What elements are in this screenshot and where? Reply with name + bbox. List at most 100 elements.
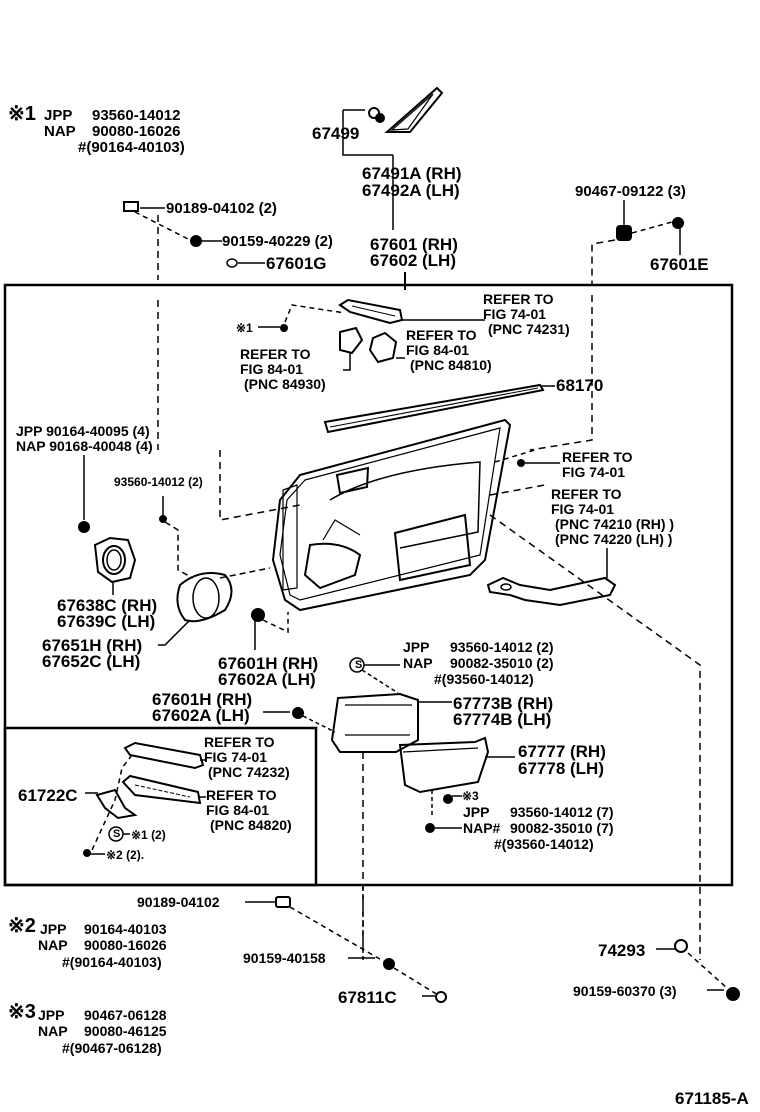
part-61722c: 61722C [18,786,78,805]
inset-star2: ※2 (2). [106,848,145,862]
ref-84810-line3: (PNC 84810) [410,357,492,373]
note1-jpp: 93560-14012 [92,107,181,124]
screw-90159-40229 [190,235,202,247]
note1-alt: #(90164-40103) [78,139,185,156]
dash-inset [91,754,133,851]
part-67773b: 67773B (RH) [453,694,554,713]
part-67602: 67602 (LH) [370,251,456,270]
screw-nap [425,823,435,833]
note3-alt: #(90467-06128) [62,1040,162,1056]
note3-nap-label: NAP [38,1023,68,1039]
screw-90159-60370 [726,987,740,1001]
b-nap-no: 90082-35010 (7) [510,820,614,836]
ref-7401-line1: REFER TO [562,449,633,465]
armrest-pocket-67777 [398,736,490,794]
dash-star1 [284,304,346,323]
b-nap-label: NAP# [463,820,501,836]
s-alt: #(93560-14012) [434,671,534,687]
part-68170: 68170 [556,376,604,395]
ref-74232-line1: REFER TO [204,734,275,750]
ref-74231-line2: FIG 74-01 [483,306,547,322]
b-jpp-no: 93560-14012 (7) [510,804,614,820]
ref-74231-line3: (PNC 74231) [488,321,570,337]
part-67639c: 67639C (LH) [57,612,156,631]
speaker-screw-nap: NAP 90168-40048 (4) [16,438,153,454]
screw-90159-40158 [383,958,395,970]
s-jpp-label: JPP [403,639,430,655]
note2-jpp: 90164-40103 [84,921,167,937]
note2-nap: 90080-16026 [84,937,167,953]
ref-84820-line2: FIG 84-01 [206,802,270,818]
dash-bottom-clip [289,885,386,963]
dash-74293-screw [687,952,728,989]
screw-refer-7401 [517,459,525,467]
b-alt: #(93560-14012) [494,836,594,852]
part-67811c: 67811C [338,988,397,1007]
door-trim-panel [271,418,512,612]
part-93560-14012-2: 93560-14012 (2) [114,475,203,489]
figure-id: 671185-A [675,1089,749,1108]
part-67774b: 67774B (LH) [453,710,552,729]
speaker-screw-jpp: JPP 90164-40095 (4) [16,423,150,439]
part-67601h-a: 67601H (RH) [218,654,319,673]
ref-74210-line2: FIG 74-01 [551,501,615,517]
part-67499: 67499 [312,124,360,143]
inside-handle [486,576,617,607]
part-90467-09122: 90467-09122 (3) [575,183,686,200]
part-67652c: 67652C (LH) [42,652,141,671]
cap-67601e [672,217,684,229]
part-90189-04102: 90189-04102 [137,894,220,910]
part-90159-60370: 90159-60370 (3) [573,983,677,999]
screw-star2 [83,849,91,857]
ref-7401-line2: FIG 74-01 [562,464,626,480]
dash-s-to-base [361,669,399,694]
speaker-screw [78,521,90,533]
part-90159-40229: 90159-40229 (2) [222,233,333,250]
ref-84930-line3: (PNC 84930) [244,376,326,392]
dash-right-vertical [529,239,616,451]
ref-74210-line3: (PNC 74210 (RH) ) [555,516,675,532]
part-67492a: 67492A (LH) [362,181,460,200]
clip-67601h-b [292,707,304,719]
switch-84810 [368,331,398,364]
ref-84810-line2: FIG 84-01 [406,342,470,358]
part-67601h-b: 67601H (RH) [152,690,253,709]
ref-74232-line3: (PNC 74232) [208,764,290,780]
part-90189-04102-2: 90189-04102 (2) [166,200,277,217]
speaker-67638c [93,536,137,584]
ref-84810-line1: REFER TO [406,327,477,343]
part-67602a-a: 67602A (LH) [218,670,316,689]
power-window-switch-base [338,298,404,325]
cap-67601g [226,258,238,268]
inset-switch-84820 [121,774,202,805]
ref-74210-line4: (PNC 74220 (LH) ) [555,531,673,547]
armrest-base-67773b [330,692,419,753]
note2-nap-label: NAP [38,937,68,953]
s-jpp-no: 93560-14012 (2) [450,639,554,655]
note1-nap: 90080-16026 [92,123,181,140]
main-assembly-frame [3,283,734,887]
note1-marker: ※1 [8,103,36,125]
clip-67499 [368,107,385,123]
dash-clip-67601h-b [302,715,336,733]
clip-67601h [251,608,265,622]
inset-switch-base-74232 [123,741,205,770]
star1-small: ※1 [236,321,253,335]
dash-clip-67601e [631,221,673,234]
note3-jpp: 90467-06128 [84,1007,167,1023]
part-67601g: 67601G [266,254,327,273]
ref-84820-line3: (PNC 84820) [210,817,292,833]
note3-jpp-label: JPP [38,1007,65,1023]
part-67601e: 67601E [650,255,709,274]
screw-star1 [280,324,288,332]
dash-panel-refer [494,449,536,463]
cap-74293 [674,939,688,953]
note2-marker: ※2 [8,915,36,937]
part-74293: 74293 [598,941,646,960]
ref-74231-line1: REFER TO [483,291,554,307]
note2-alt: #(90164-40103) [62,954,162,970]
note3-nap: 90080-46125 [84,1023,167,1039]
clip-90467-09122 [616,225,632,241]
note3-marker: ※3 [8,1001,36,1023]
star3-label: ※3 [462,789,479,803]
